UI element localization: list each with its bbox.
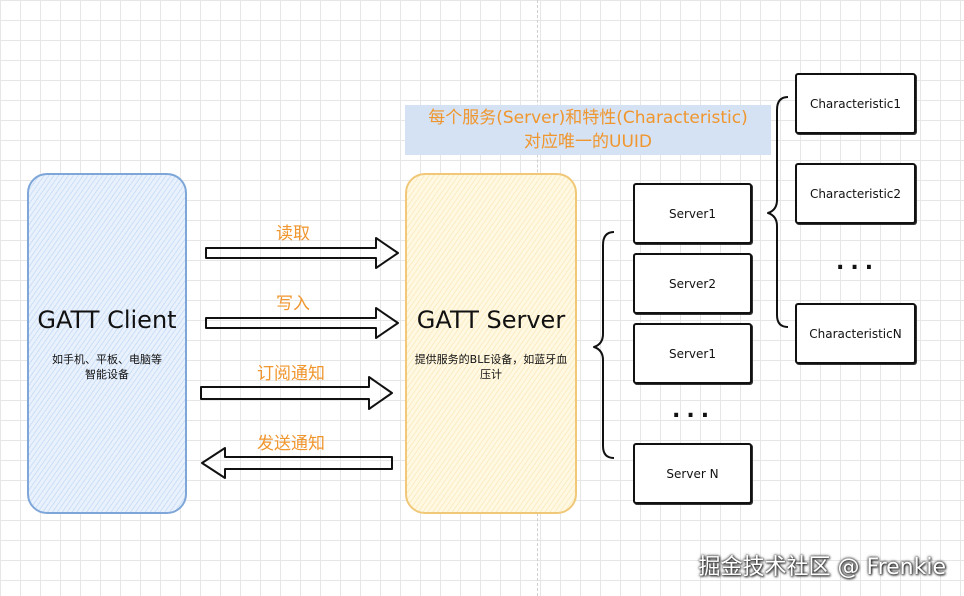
service-box-n: Server N [633,443,752,504]
characteristics-ellipsis: ... [836,250,880,275]
characteristics-brace [767,96,789,328]
gatt-server-description-line1: 提供服务的BLE设备，如蓝牙血 [414,353,568,366]
gatt-server-title: GATT Server [416,306,566,334]
gatt-server-description-line2: 压计 [480,368,502,381]
gatt-server-box [405,173,577,514]
notify-arrow [201,447,393,479]
uuid-note-background [405,105,771,155]
uuid-note-line2: 对应唯一的UUID [524,132,652,152]
gatt-client-description-line2: 智能设备 [85,368,129,381]
characteristic-box-1: Characteristic1 [795,73,916,134]
gatt-client-description-line1: 如手机、平板、电脑等 [52,353,162,366]
gatt-client-description: 如手机、平板、电脑等 智能设备 [27,352,187,382]
services-ellipsis: ... [672,398,716,423]
read-arrow-label: 读取 [276,224,310,244]
write-arrow-label: 写入 [276,294,310,314]
characteristic-box-2: Characteristic2 [795,163,916,224]
characteristic-box-n: CharacteristicN [795,303,916,364]
notify-arrow-label: 发送通知 [257,434,325,454]
uuid-note: 每个服务(Server)和特性(Characteristic) 对应唯一的UUI… [405,105,771,154]
service-box-1: Server1 [633,183,752,244]
write-arrow [205,307,399,339]
watermark: 掘金技术社区 @ Frenkie [698,555,946,580]
services-brace [593,231,615,459]
gatt-client-title: GATT Client [37,306,177,334]
service-box-3: Server1 [633,323,752,384]
service-box-2: Server2 [633,253,752,314]
gatt-client-box [27,173,187,514]
uuid-note-line1: 每个服务(Server)和特性(Characteristic) [428,108,748,128]
subscribe-arrow-label: 订阅通知 [257,364,325,384]
subscribe-arrow [200,376,393,410]
read-arrow [205,237,399,269]
gatt-server-description: 提供服务的BLE设备，如蓝牙血 压计 [405,352,577,382]
